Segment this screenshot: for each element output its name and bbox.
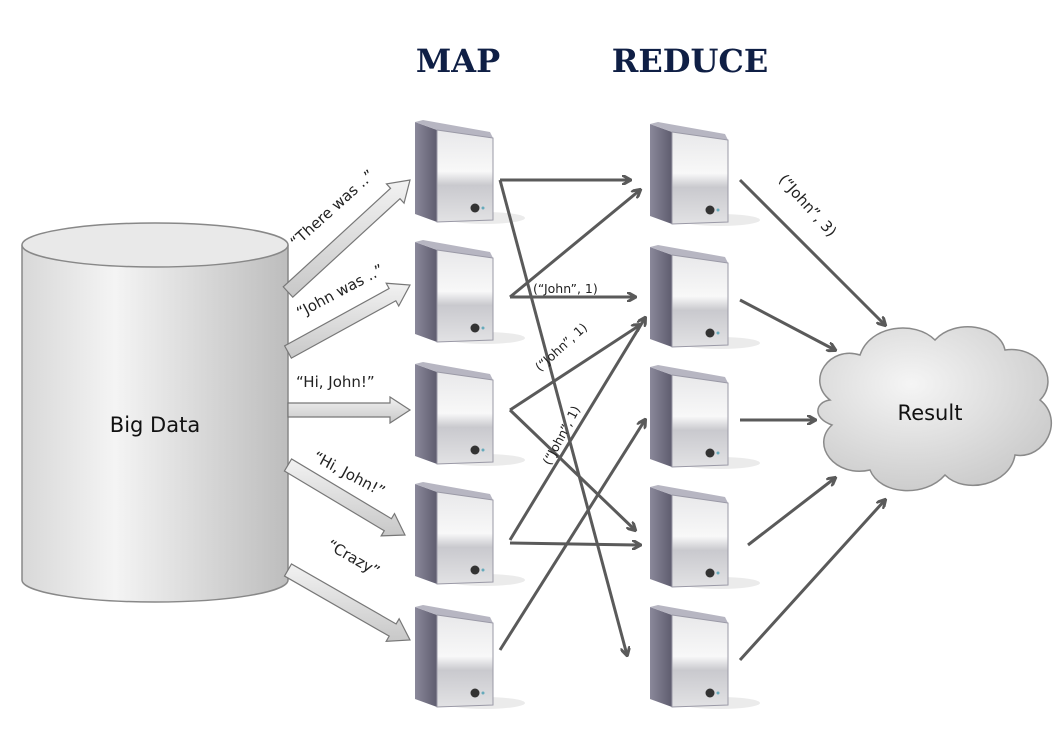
shuffle-arrow-5 [509, 325, 640, 412]
reduce-title: REDUCE [612, 42, 769, 80]
map-server-4 [415, 482, 525, 586]
power-button-icon [470, 203, 480, 213]
map-server-5 [415, 605, 525, 709]
result-arrow-14 [738, 500, 885, 662]
reduce-server-1 [650, 122, 760, 226]
power-button-icon [470, 565, 480, 575]
input-arrow-4 [283, 458, 406, 537]
power-button-icon [705, 205, 715, 215]
input-label-1: “There was ..” [287, 166, 378, 251]
reduce-output-label: (“John”, 3) [775, 171, 840, 241]
reduce-server-2 [650, 245, 760, 349]
input-arrow-1 [282, 179, 411, 299]
shuffle-arrow-9 [498, 420, 645, 651]
result-arrow-11 [739, 298, 835, 350]
reduce-server-4 [650, 485, 760, 589]
power-button-icon [705, 688, 715, 698]
shuffle-arrows [498, 178, 885, 662]
reduce-server-5 [650, 605, 760, 709]
input-label-3: “Hi, John!” [296, 373, 375, 391]
shuffle-arrow-8 [509, 543, 640, 545]
pair-label-1: (“John”, 1) [533, 281, 598, 296]
input-arrow-2 [283, 282, 411, 359]
power-button-icon [705, 328, 715, 338]
shuffle-arrow-7 [508, 318, 645, 541]
shuffle-arrow-4 [509, 190, 640, 299]
big-data-label: Big Data [110, 413, 200, 437]
power-button-icon [470, 323, 480, 333]
big-data-cylinder: Big Data [21, 222, 289, 603]
result-arrow-13 [747, 478, 835, 547]
shuffle-arrow-6 [508, 408, 635, 530]
power-button-icon [470, 688, 480, 698]
power-button-icon [470, 445, 480, 455]
map-server-3 [415, 362, 525, 466]
reduce-server-3 [650, 365, 760, 469]
result-label: Result [898, 401, 963, 425]
input-label-5: “Crazy” [324, 536, 383, 580]
result-arrow-10 [738, 178, 885, 325]
input-arrows [282, 179, 412, 642]
shuffle-arrow-2 [498, 179, 627, 655]
power-button-icon [705, 448, 715, 458]
input-arrow-5 [283, 563, 411, 642]
servers [415, 120, 760, 709]
input-arrow-3 [287, 395, 412, 425]
power-button-icon [705, 568, 715, 578]
result-cloud: Result [817, 326, 1052, 492]
map-title: MAP [416, 42, 500, 80]
map-server-1 [415, 120, 525, 224]
map-server-2 [415, 240, 525, 344]
